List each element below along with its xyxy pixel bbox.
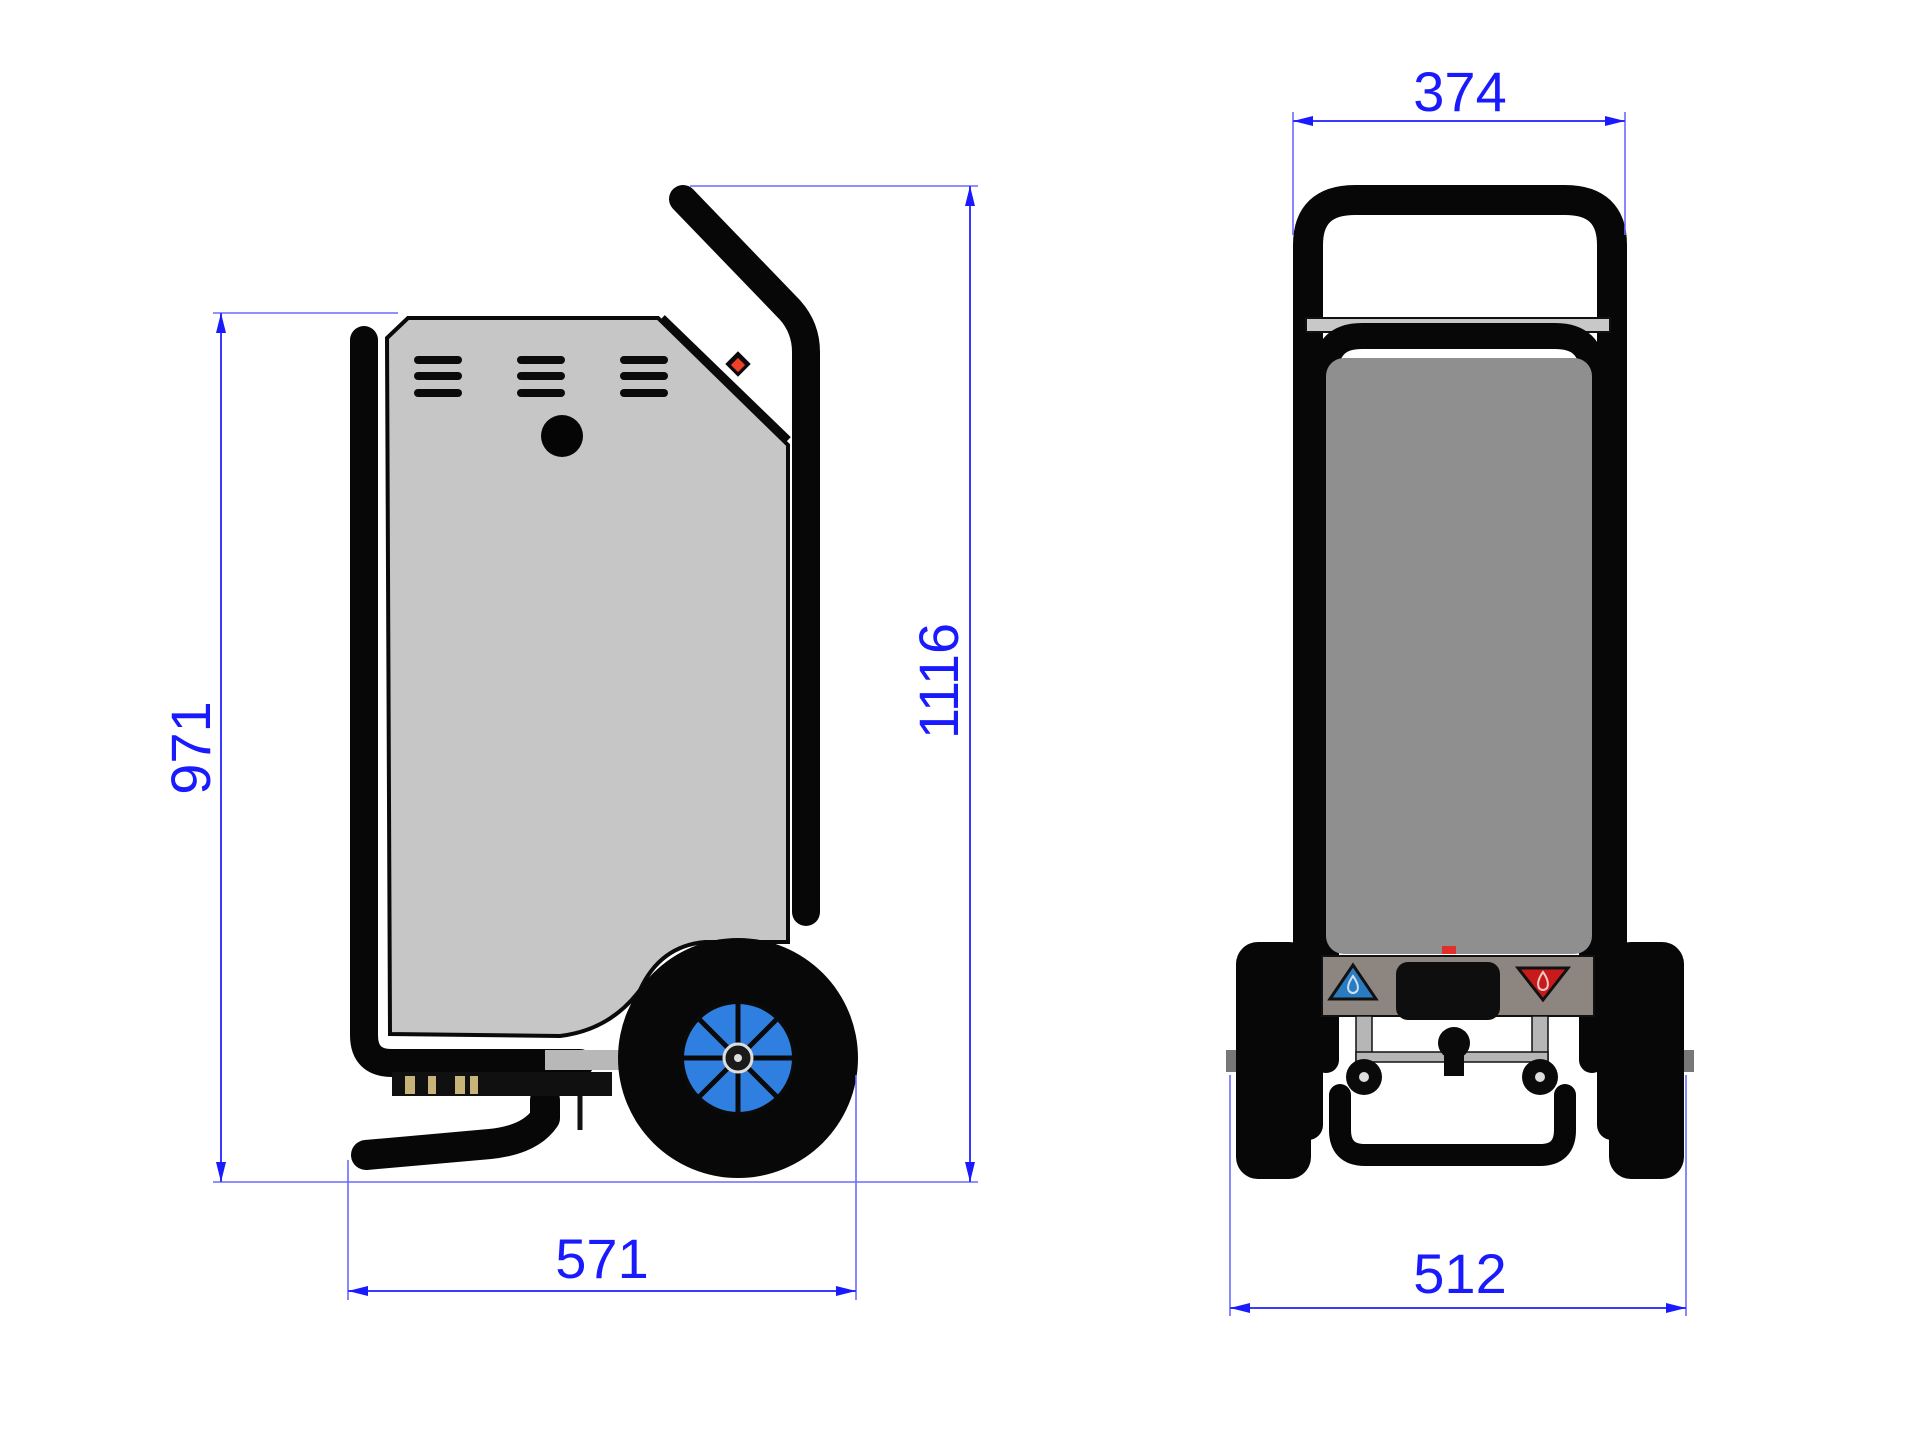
gauge-housing (1396, 962, 1500, 1020)
side-wheel (618, 938, 858, 1178)
rear-frame-tube (350, 326, 594, 1170)
dim-overall-width: 512 (1413, 1242, 1506, 1305)
side-body-panel (384, 316, 790, 1039)
dimension-374: 374 (1292, 60, 1626, 235)
dim-handle-width: 374 (1413, 60, 1506, 123)
side-view (350, 185, 858, 1178)
front-undercarriage (1329, 1015, 1576, 1166)
vent-grille (414, 356, 668, 397)
front-view (1226, 185, 1694, 1179)
front-left-wheel (1236, 942, 1311, 1179)
dim-overall-height: 1116 (907, 623, 970, 739)
undercarriage (392, 1050, 635, 1130)
dim-body-height: 971 (159, 701, 222, 794)
dim-depth: 571 (555, 1227, 648, 1290)
panel-knob-hole (541, 415, 583, 457)
front-body-panel (1326, 358, 1592, 954)
dimension-971: 971 (159, 312, 978, 1183)
power-switch (725, 351, 751, 377)
cold-water-badge (1327, 962, 1379, 1001)
dimension-1116: 1116 (690, 185, 978, 1182)
dimension-512: 512 (1229, 1075, 1687, 1316)
front-handle-frame (1293, 185, 1627, 1140)
dimension-571: 571 (347, 1075, 857, 1300)
handle-tube (669, 185, 820, 926)
front-right-wheel (1609, 942, 1684, 1179)
hot-water-badge (1514, 966, 1572, 1003)
